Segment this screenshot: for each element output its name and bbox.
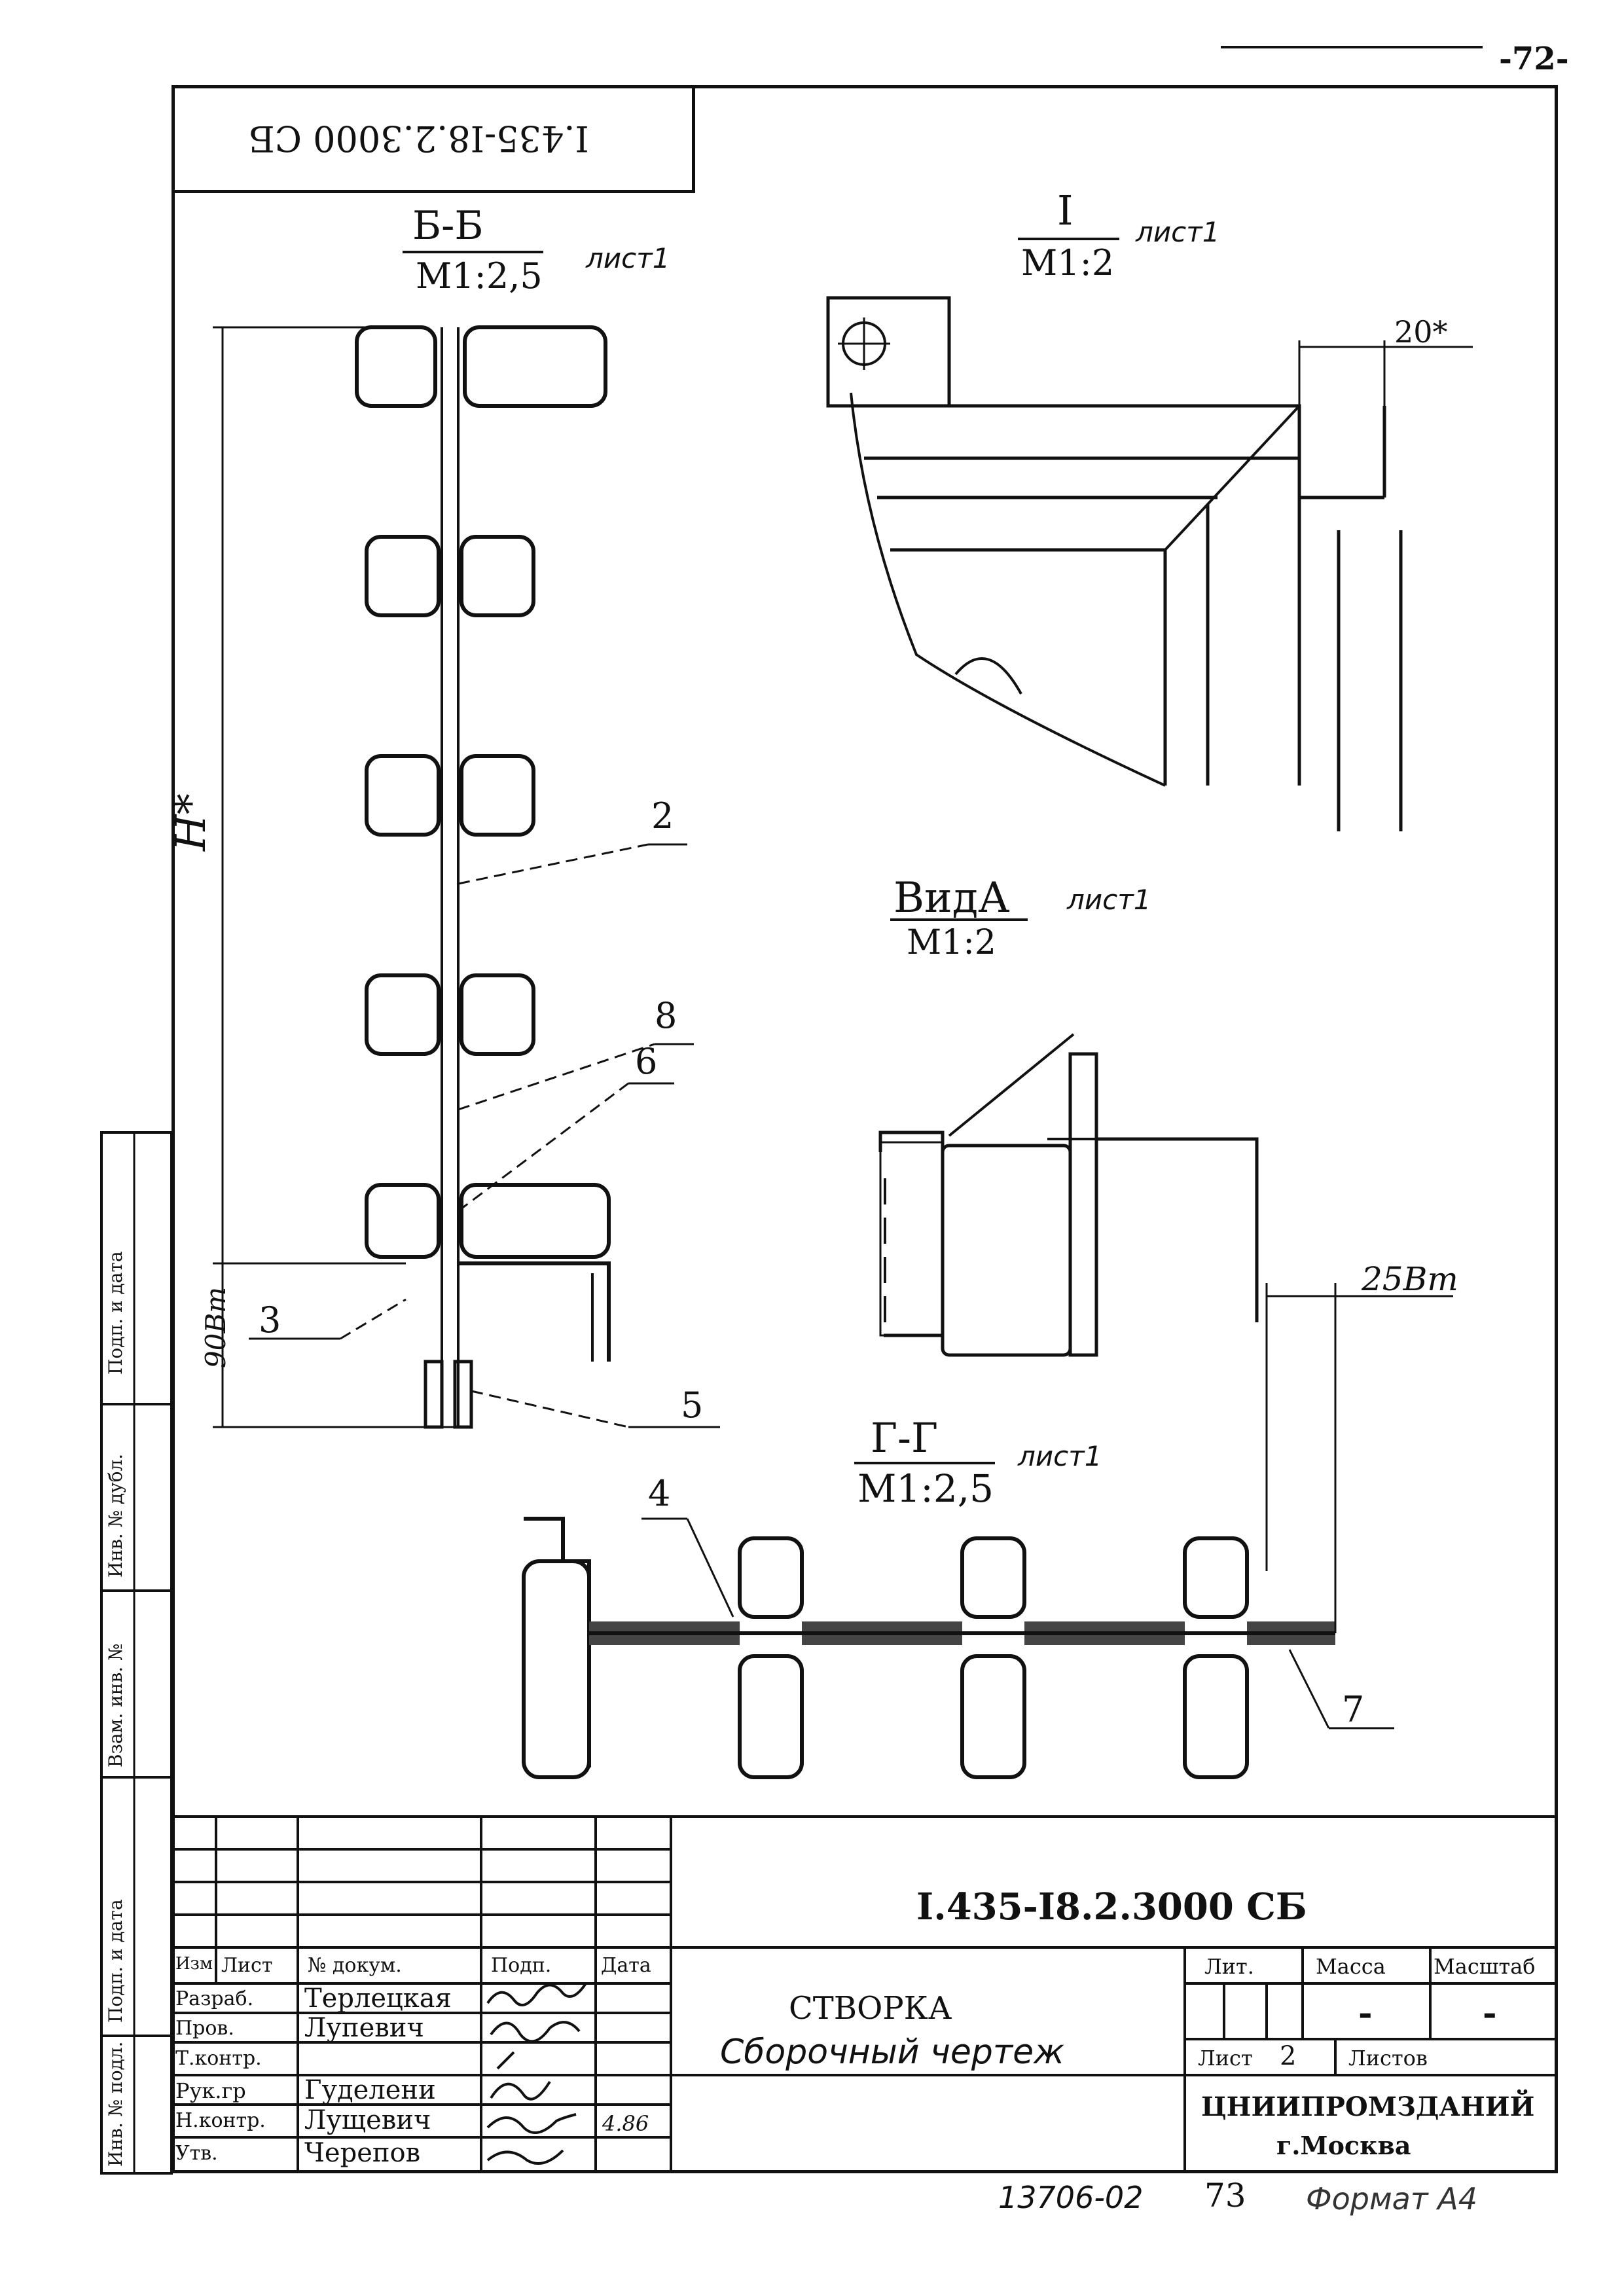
mass-label: Масса — [1316, 1954, 1386, 1979]
sheet-number: 2 — [1280, 2041, 1297, 2071]
role-approved: Утв. — [175, 2142, 218, 2165]
scale-label: Масштаб — [1434, 1954, 1536, 1979]
product-name: СТВОРКА — [789, 1990, 952, 2027]
mass-value: - — [1358, 1993, 1373, 2033]
sheets-label: Листов — [1348, 2046, 1428, 2071]
drawing-frame — [171, 85, 1558, 2173]
sheet-label: Лист — [1198, 2046, 1253, 2071]
name-approved: Черепов — [304, 2138, 421, 2168]
role-norm-control: Н.контр. — [175, 2109, 266, 2132]
view-a-sheet: лист1 — [1067, 884, 1151, 916]
signature-date: 4.86 — [602, 2111, 649, 2136]
section-gg-scale: М1:2,5 — [857, 1466, 994, 1511]
format-label: Формат А4 — [1306, 2181, 1477, 2217]
section-bb-scale: М1:2,5 — [416, 255, 543, 297]
section-bb-sheet: лист1 — [586, 242, 670, 274]
top-rule — [1221, 46, 1483, 48]
archive-number: 13706-02 — [998, 2180, 1144, 2215]
footer-page-number: 73 — [1204, 2177, 1246, 2215]
name-norm-control: Лущевич — [304, 2105, 431, 2135]
detail-i-scale: М1:2 — [1021, 242, 1115, 283]
doc-code-box — [171, 85, 695, 193]
view-a-scale: М1:2 — [907, 923, 996, 962]
header-izm: Изм — [175, 1954, 213, 1974]
scale-value: - — [1483, 1993, 1497, 2033]
name-checker: Лупевич — [304, 2013, 424, 2043]
detail-i-sheet: лист1 — [1136, 216, 1220, 248]
callout-6: 6 — [635, 1041, 658, 1082]
header-sign: Подп. — [491, 1954, 552, 1977]
lit-label: Лит. — [1204, 1954, 1254, 1979]
callout-3: 3 — [259, 1299, 281, 1341]
callout-2: 2 — [651, 795, 674, 837]
document-type: Сборочный чертеж — [720, 2033, 1064, 2072]
page-number: -72- — [1499, 41, 1569, 77]
section-gg-title: Г-Г — [871, 1414, 939, 1462]
header-date: Дата — [601, 1954, 651, 1977]
callout-4: 4 — [648, 1473, 671, 1514]
role-checker: Пров. — [175, 2017, 234, 2040]
role-developer: Разраб. — [175, 1987, 254, 2010]
callout-8: 8 — [655, 995, 677, 1036]
role-tech-control: Т.контр. — [175, 2047, 262, 2070]
callout-7: 7 — [1342, 1689, 1365, 1730]
callout-5: 5 — [681, 1384, 704, 1426]
header-list: Лист — [221, 1954, 273, 1977]
role-group-lead: Рук.гр — [175, 2078, 246, 2103]
title-block-doc-code: I.435-I8.2.3000 СБ — [916, 1885, 1307, 1928]
name-developer: Терлецкая — [304, 1983, 452, 2014]
section-bb-title: Б-Б — [412, 203, 484, 249]
view-a-title: ВидА — [893, 874, 1010, 922]
dimension-detail-width: 20* — [1394, 314, 1448, 350]
organization-city: г.Москва — [1276, 2131, 1411, 2160]
organization-name: ЦНИИПРОМЗДАНИЙ — [1201, 2091, 1535, 2122]
dimension-side-offset: 25Bт — [1362, 1260, 1458, 1298]
header-doc-no: № докум. — [308, 1954, 402, 1977]
section-gg-sheet: лист1 — [1018, 1440, 1102, 1472]
name-group-lead: Гуделени — [304, 2075, 436, 2105]
detail-i-title: I — [1057, 187, 1074, 234]
